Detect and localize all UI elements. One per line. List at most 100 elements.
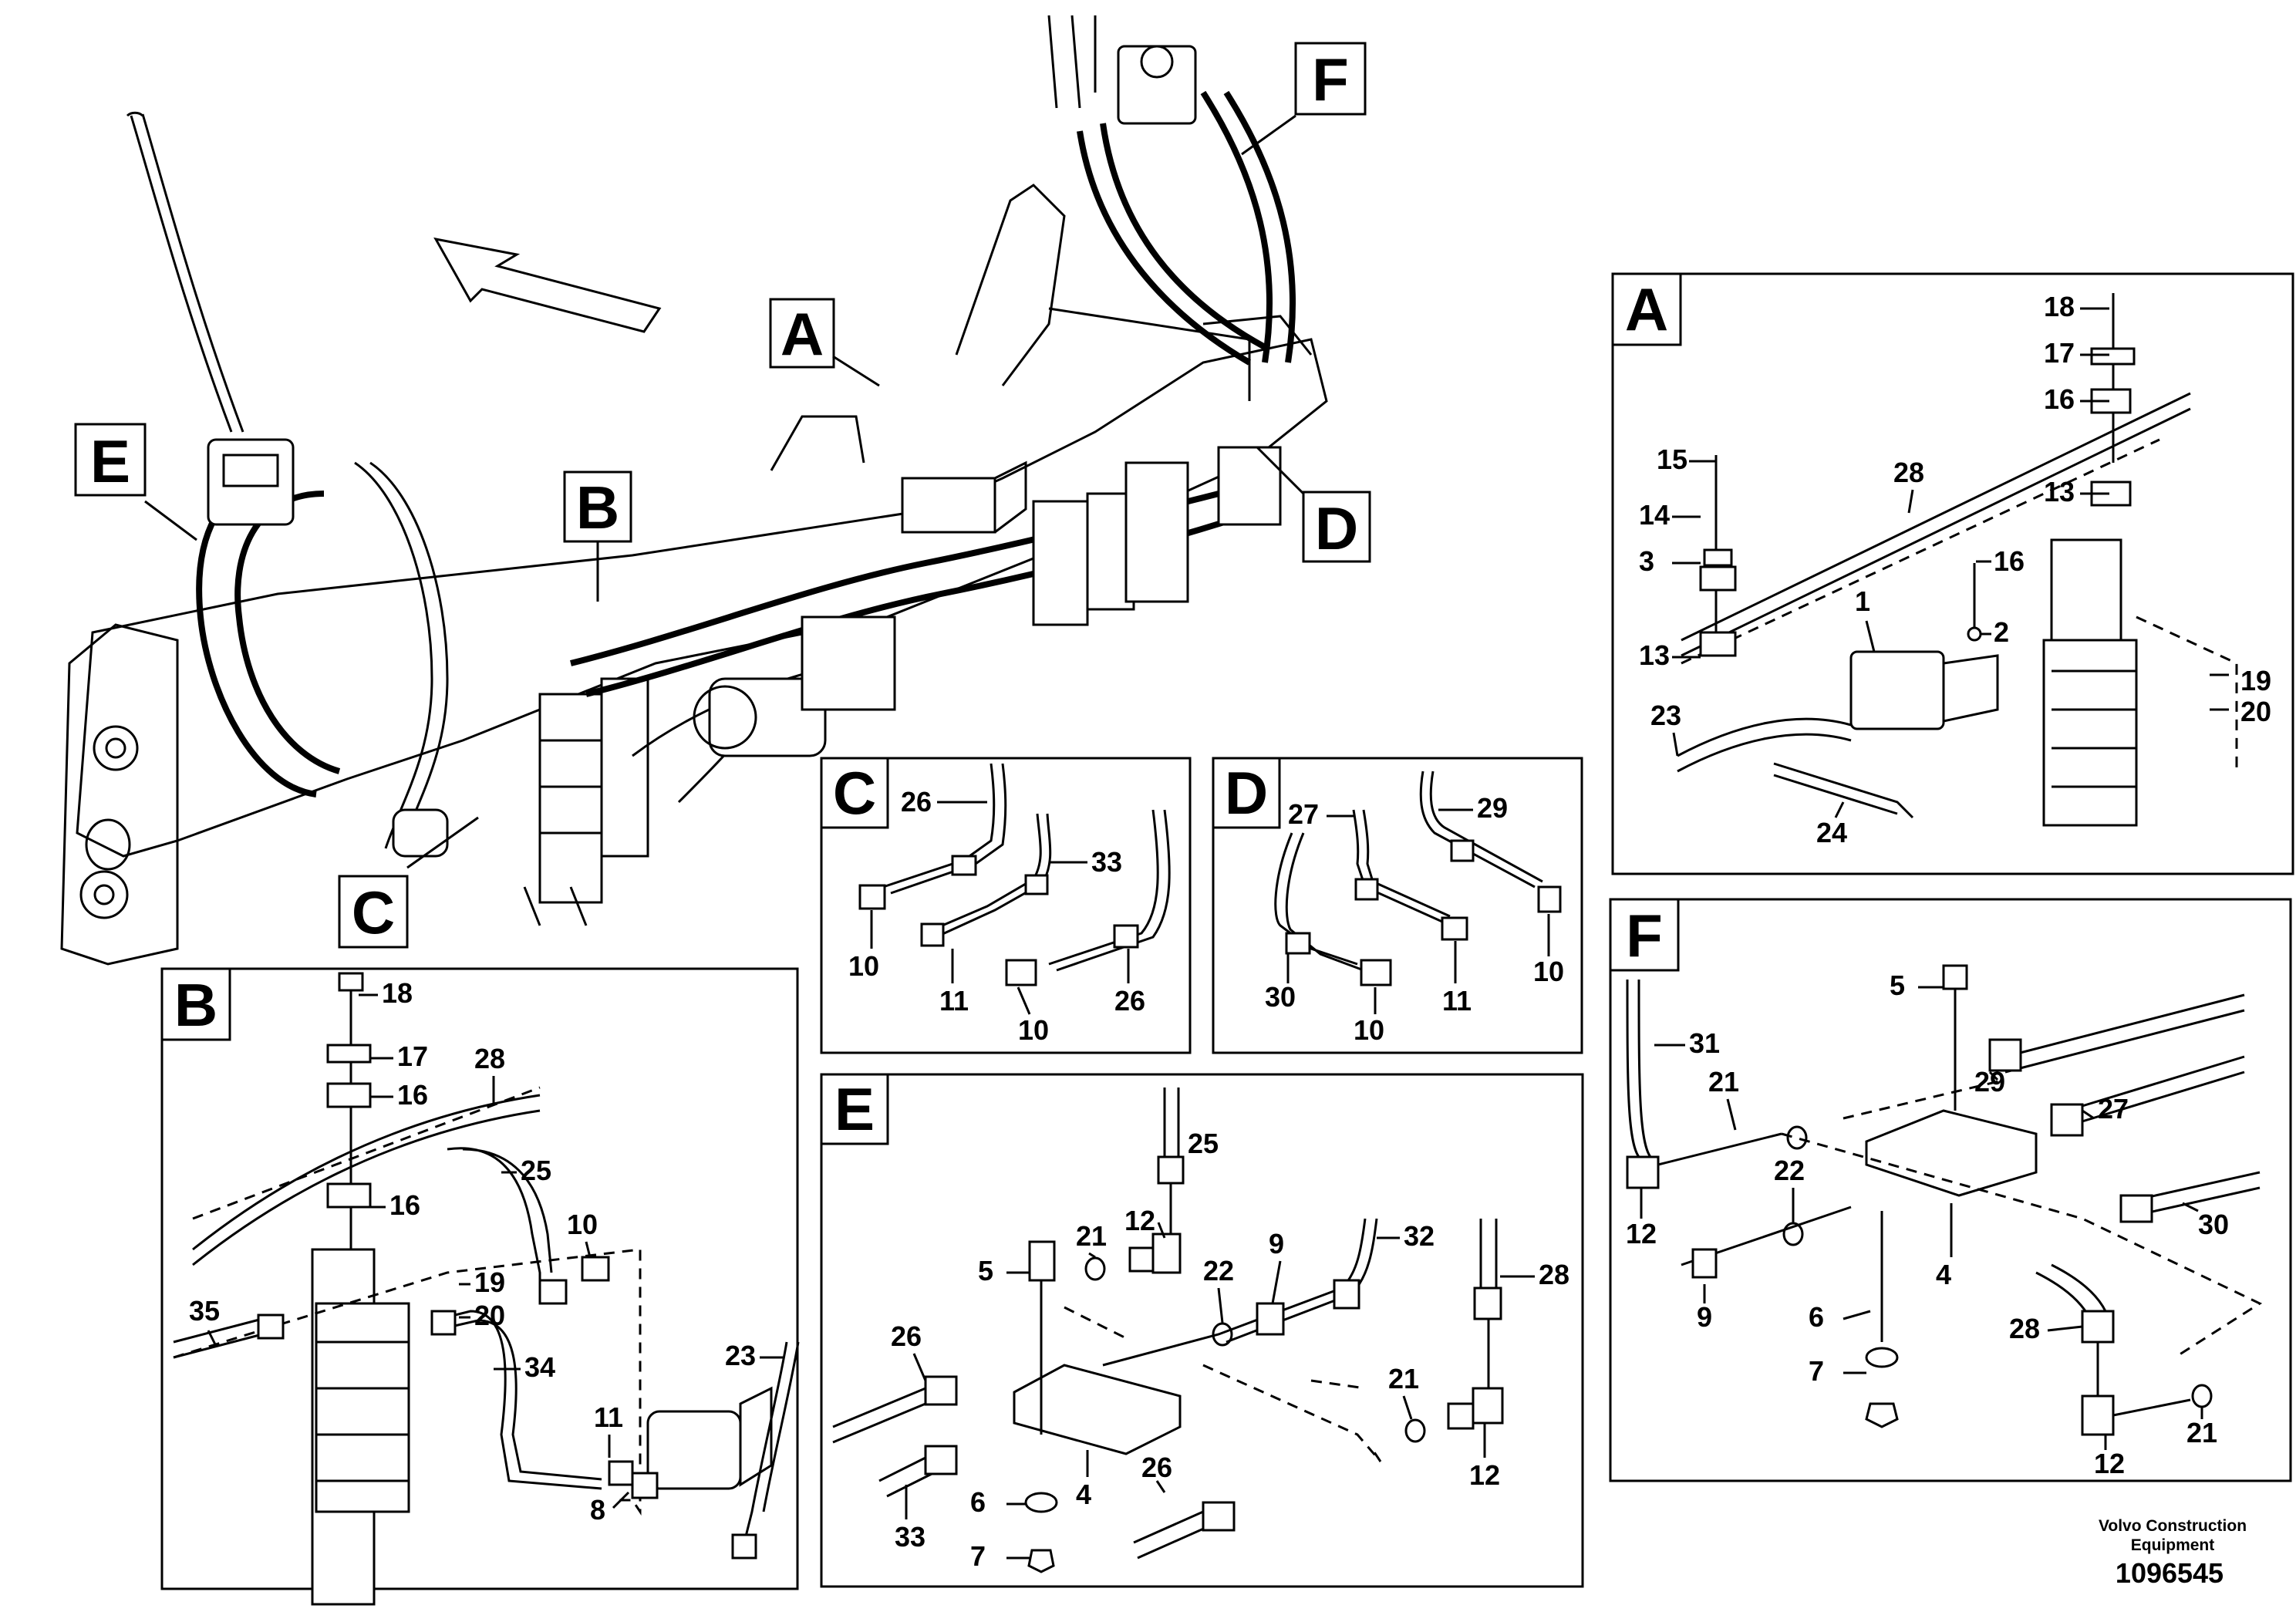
publisher-name-line2: Equipment (2131, 1536, 2215, 1554)
part-number-label: 12 (1626, 1218, 1657, 1249)
part-number-label: 19 (474, 1266, 505, 1298)
callout-b[interactable]: B (563, 470, 632, 543)
callout-a[interactable]: A (769, 298, 835, 369)
part-number-label: 25 (521, 1155, 551, 1186)
svg-text:A: A (781, 300, 824, 368)
overview-assembly: A B C D E F (60, 15, 1371, 966)
part-number-label: 18 (2044, 291, 2075, 322)
panel-title-e: E (834, 1075, 875, 1143)
detail-panel-f: F 5 31 21 29 22 (1609, 898, 2292, 1482)
svg-text:C: C (352, 878, 395, 946)
part-number-label: 33 (895, 1521, 925, 1553)
part-number-label: 12 (2094, 1448, 2125, 1479)
part-number-label: 17 (2044, 337, 2075, 369)
part-number-label: 21 (1388, 1363, 1419, 1394)
part-number-label: 34 (524, 1351, 555, 1383)
svg-text:E: E (90, 427, 130, 495)
part-number-label: 16 (1994, 545, 2025, 577)
part-number-label: 26 (1141, 1452, 1172, 1483)
part-number-label: 16 (2044, 383, 2075, 415)
part-number-label: 25 (1188, 1128, 1219, 1159)
part-number-label: 1 (1855, 585, 1870, 617)
part-number-label: 23 (1650, 700, 1681, 731)
detail-panel-a: A 18 17 16 28 15 14 (1611, 272, 2294, 875)
part-number-label: 10 (567, 1209, 598, 1240)
part-number-label: 21 (1076, 1220, 1107, 1252)
part-number-label: 26 (901, 786, 932, 818)
detail-panel-c: C 26 33 10 11 10 26 (820, 757, 1192, 1054)
leader-e (144, 500, 197, 541)
part-number-label: 2 (1994, 616, 2009, 648)
part-number-label: 15 (1657, 443, 1687, 475)
part-number-label: 7 (1809, 1355, 1824, 1387)
part-number-label: 5 (978, 1255, 993, 1286)
part-number-label: 3 (1639, 545, 1654, 577)
part-number-label: 32 (1404, 1220, 1435, 1252)
callout-d[interactable]: D (1302, 491, 1371, 563)
part-number-label: 14 (1639, 499, 1670, 531)
part-number-label: 12 (1469, 1459, 1500, 1491)
callout-e[interactable]: E (74, 423, 147, 497)
part-number-label: 9 (1269, 1228, 1284, 1259)
part-number-label: 7 (970, 1540, 986, 1572)
part-number-label: 12 (1124, 1205, 1155, 1236)
drawing-number: 1096545 (2116, 1557, 2224, 1589)
part-number-label: 28 (2009, 1313, 2040, 1344)
part-number-label: 33 (1091, 846, 1122, 878)
panel-title-b: B (174, 971, 217, 1039)
part-number-label: 5 (1890, 969, 1905, 1001)
part-number-label: 26 (1114, 985, 1145, 1017)
part-number-label: 6 (970, 1486, 986, 1518)
part-number-label: 11 (1442, 985, 1472, 1017)
part-number-label: 9 (1697, 1301, 1712, 1333)
part-number-label: 29 (1974, 1066, 2005, 1098)
part-number-label: 11 (594, 1401, 623, 1433)
part-number-label: 10 (1354, 1014, 1384, 1046)
part-number-label: 19 (2240, 665, 2271, 696)
svg-text:B: B (576, 474, 619, 541)
part-number-label: 10 (1018, 1014, 1049, 1046)
footer: Volvo Construction Equipment 1096545 (2099, 1517, 2247, 1589)
part-number-label: 29 (1477, 792, 1508, 824)
part-number-label: 8 (590, 1494, 605, 1526)
callout-f[interactable]: F (1294, 42, 1367, 116)
leader-a (832, 355, 880, 387)
part-number-label: 27 (1288, 798, 1319, 830)
part-number-label: 13 (2044, 476, 2075, 508)
part-number-label: 17 (397, 1040, 428, 1072)
part-number-label: 4 (1076, 1479, 1091, 1510)
panel-title-f: F (1626, 902, 1663, 969)
part-number-label: 28 (1539, 1259, 1569, 1290)
part-number-label: 22 (1203, 1255, 1234, 1286)
callout-c[interactable]: C (338, 875, 409, 949)
part-number-label: 26 (891, 1320, 922, 1352)
leader-f (1241, 114, 1296, 156)
panel-title-d: D (1225, 759, 1268, 827)
part-number-label: 27 (2098, 1093, 2129, 1125)
part-number-label: 11 (939, 985, 969, 1017)
part-number-label: 16 (397, 1079, 428, 1111)
part-number-label: 20 (474, 1300, 505, 1331)
panel-title-a: A (1625, 275, 1668, 343)
part-number-label: 6 (1809, 1301, 1824, 1333)
detail-panel-b: B 18 17 16 28 25 16 (160, 967, 800, 1606)
part-number-label: 28 (474, 1043, 505, 1074)
part-number-label: 4 (1936, 1259, 1951, 1290)
part-number-label: 28 (1893, 457, 1924, 488)
part-number-label: 30 (2198, 1209, 2229, 1240)
publisher-name: Volvo Construction (2099, 1517, 2247, 1535)
part-number-label: 22 (1774, 1155, 1805, 1186)
svg-text:D: D (1315, 494, 1358, 562)
part-number-label: 10 (848, 950, 879, 982)
part-number-label: 35 (189, 1295, 220, 1327)
part-number-label: 10 (1533, 956, 1564, 987)
leader-c (406, 816, 479, 869)
svg-text:F: F (1312, 46, 1349, 113)
part-number-label: 30 (1265, 981, 1296, 1013)
panel-title-c: C (833, 759, 876, 827)
part-number-label: 20 (2240, 696, 2271, 727)
part-number-label: 21 (1708, 1066, 1739, 1098)
part-number-label: 24 (1816, 817, 1847, 848)
part-number-label: 18 (382, 977, 413, 1009)
